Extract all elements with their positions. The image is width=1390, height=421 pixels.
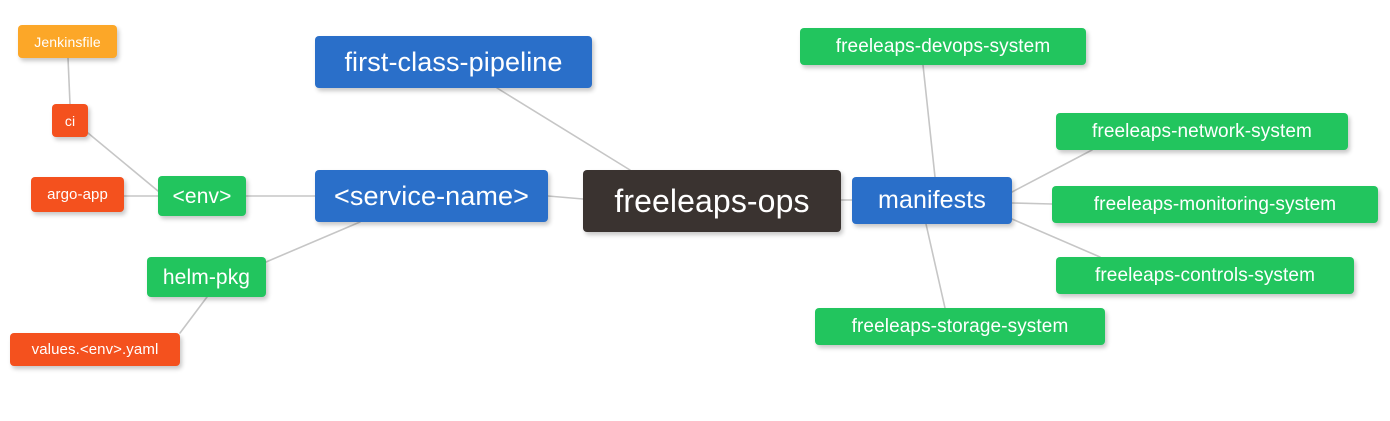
edge-manifests-to-freeleaps-controls-system: [1011, 218, 1101, 258]
node-freeleaps-network-system[interactable]: freeleaps-network-system: [1056, 113, 1348, 150]
edge-manifests-to-freeleaps-monitoring-system: [1011, 202, 1053, 205]
node-service-name[interactable]: <service-name>: [315, 170, 548, 222]
node-env[interactable]: <env>: [158, 176, 246, 216]
edge-service-name-to-freeleaps-ops: [547, 195, 584, 200]
node-manifests[interactable]: manifests: [852, 177, 1012, 224]
node-values-env-yaml[interactable]: values.<env>.yaml: [10, 333, 180, 366]
node-freeleaps-ops[interactable]: freeleaps-ops: [583, 170, 841, 232]
node-helm-pkg[interactable]: helm-pkg: [147, 257, 266, 297]
node-ci[interactable]: ci: [52, 104, 88, 137]
node-freeleaps-devops-system[interactable]: freeleaps-devops-system: [800, 28, 1086, 65]
node-freeleaps-controls-system[interactable]: freeleaps-controls-system: [1056, 257, 1354, 294]
node-argo-app[interactable]: argo-app: [31, 177, 124, 212]
edge-manifests-to-freeleaps-storage-system: [925, 223, 946, 309]
node-freeleaps-monitoring-system[interactable]: freeleaps-monitoring-system: [1052, 186, 1378, 223]
edge-manifests-to-freeleaps-devops-system: [922, 64, 936, 178]
node-jenkinsfile[interactable]: Jenkinsfile: [18, 25, 117, 58]
edge-first-class-pipeline-to-freeleaps-ops: [496, 87, 631, 171]
edge-values-env-yaml-to-helm-pkg: [179, 296, 208, 334]
edge-jenkinsfile-to-ci: [67, 57, 71, 105]
node-first-class-pipeline[interactable]: first-class-pipeline: [315, 36, 592, 88]
edge-helm-pkg-to-service-name: [265, 221, 361, 263]
node-freeleaps-storage-system[interactable]: freeleaps-storage-system: [815, 308, 1105, 345]
